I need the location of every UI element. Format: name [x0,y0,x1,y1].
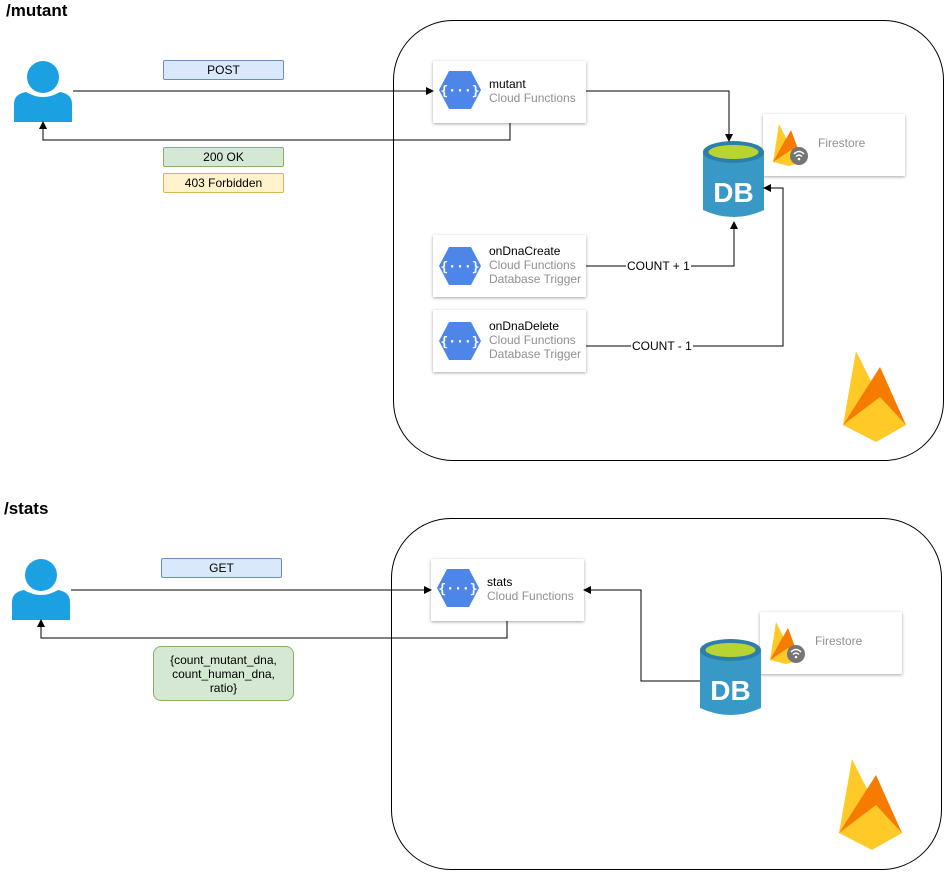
mutant-function-card: {···} mutant Cloud Functions [433,61,586,123]
ondnadelete-subtitle: Cloud Functions [489,333,576,347]
firestore-label-stats: Firestore [815,634,863,648]
firestore-icon [768,620,808,669]
edge-label-count-minus: COUNT - 1 [631,339,693,353]
edge-mutant-to-db [586,90,733,142]
ondnadelete-function-card: {···} onDnaDelete Cloud Functions Databa… [433,310,586,372]
post-request-label: POST [163,60,284,80]
mutant-function-title: mutant [489,77,526,91]
stats-response-label: {count_mutant_dna, count_human_dna, rati… [153,646,294,701]
user-icon [12,558,70,620]
response-200-label: 200 OK [163,147,284,167]
section-title-stats: /stats [4,499,49,518]
edge-db-to-stats [583,586,700,682]
firestore-label-mutant: Firestore [818,136,866,150]
firebase-icon [840,349,910,443]
stats-function-subtitle: Cloud Functions [487,589,574,603]
cloud-functions-icon: {···} [439,247,481,290]
cloud-functions-icon: {···} [439,71,481,114]
section-title-mutant: /mutant [6,1,68,20]
svg-text:{···}: {···} [440,84,479,99]
ondnadelete-subtitle2: Database Trigger [489,347,582,361]
ondnacreate-title: onDnaCreate [489,244,561,258]
response-403-label: 403 Forbidden [163,173,284,193]
edge-label-count-plus: COUNT + 1 [626,259,691,273]
stats-function-card: {···} stats Cloud Functions [431,559,584,621]
get-request-label: GET [161,558,282,578]
stats-function-title: stats [487,575,513,589]
svg-text:{···}: {···} [440,335,479,350]
ondnacreate-subtitle2: Database Trigger [489,272,582,286]
ondnacreate-function-card: {···} onDnaCreate Cloud Functions Databa… [433,235,586,297]
svg-text:{···}: {···} [440,260,479,275]
database-icon: DB [703,140,764,222]
user-icon [14,60,72,122]
database-icon: DB [700,638,761,720]
svg-text:{···}: {···} [438,582,477,597]
db-label-stats: DB [710,675,750,706]
firestore-card-stats: Firestore [760,612,902,674]
ondnadelete-title: onDnaDelete [489,319,560,333]
cloud-functions-icon: {···} [439,322,481,365]
edge-mutant-to-user [39,121,511,141]
edge-stats-to-user [37,619,508,639]
cloud-functions-icon: {···} [437,569,479,612]
firestore-icon [771,122,811,171]
db-label-mutant: DB [713,177,753,208]
mutant-function-subtitle: Cloud Functions [489,91,576,105]
firestore-card-mutant: Firestore [763,114,905,176]
firebase-icon [836,757,906,851]
ondnacreate-subtitle: Cloud Functions [489,258,576,272]
